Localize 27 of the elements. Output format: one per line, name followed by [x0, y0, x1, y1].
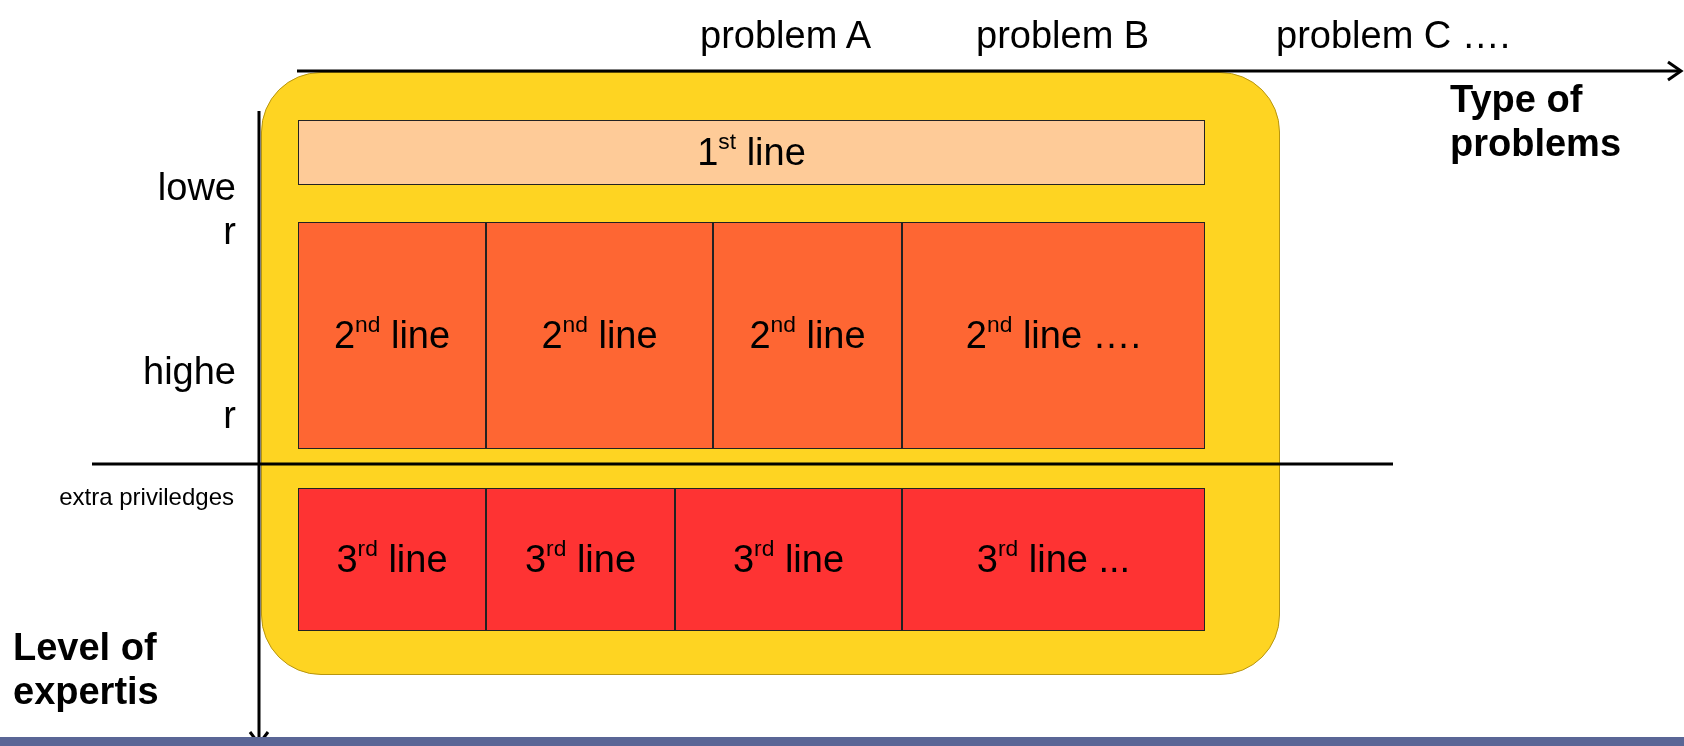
scale-label: higher: [142, 350, 236, 438]
axis-category-label: problem A: [700, 14, 873, 58]
tier-box: [298, 222, 486, 449]
axis-title: Level of expertis: [13, 626, 160, 714]
tier-box: [486, 488, 675, 631]
tier-label: 2$^{nd}$ line: [541, 314, 658, 357]
tier-label: 2$^{nd}$ line ….: [965, 314, 1142, 357]
tier-label: 3$^{rd}$ line ...: [976, 538, 1131, 581]
axis-category-label: problem C ….: [1276, 14, 1512, 58]
tier-label: 1$^{st}$ line: [697, 131, 806, 174]
tier-box: [713, 222, 902, 449]
tier-box: [902, 488, 1205, 631]
tier-label: 3$^{rd}$ line: [732, 538, 845, 581]
tier-label: 2$^{nd}$ line: [333, 314, 451, 357]
tier-box: [486, 222, 713, 449]
scale-label: extra priviledges: [58, 483, 234, 511]
scale-label: lower: [156, 166, 236, 254]
axis-title: Type of problems: [1450, 78, 1623, 166]
tier-label: 2$^{nd}$ line: [749, 314, 866, 357]
tier-box: [902, 222, 1205, 449]
axis-category-label: problem B: [976, 14, 1151, 58]
tier-box: [298, 488, 486, 631]
tier-box: [298, 120, 1205, 185]
rounded-panel: [261, 72, 1280, 675]
tier-label: 3$^{rd}$ line: [336, 538, 448, 581]
tier-label: 3$^{rd}$ line: [524, 538, 637, 581]
tier-box: [675, 488, 902, 631]
